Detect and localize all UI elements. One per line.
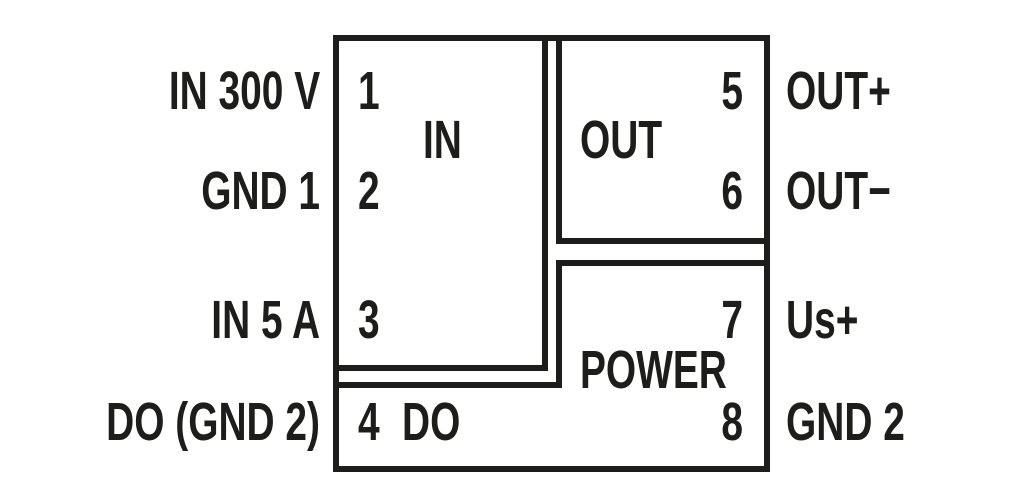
pin-6-number: 6	[721, 161, 743, 221]
pin-6-external-label: OUT−	[786, 161, 891, 221]
power-section-label: POWER	[580, 340, 727, 400]
pin-7-external-label: Us+	[786, 290, 859, 350]
pin-7-number: 7	[721, 290, 743, 350]
pin-1-external-label: IN 300 V	[168, 61, 320, 121]
pin-4-external-label: DO (GND 2)	[106, 392, 320, 452]
out-box-bottom-line	[556, 238, 770, 244]
do-section-top-line	[333, 382, 562, 388]
pin-1-number: 1	[358, 61, 380, 121]
power-box-left-line	[556, 260, 562, 388]
in-section-right-line	[542, 35, 548, 371]
pin-5-external-label: OUT+	[786, 61, 891, 121]
pin-2-number: 2	[358, 161, 380, 221]
pin-8-number: 8	[721, 392, 743, 452]
pin-4-number: 4	[358, 392, 380, 452]
in-section-label: IN	[423, 110, 462, 170]
pin-2-external-label: GND 1	[201, 161, 320, 221]
pin-8-external-label: GND 2	[786, 392, 905, 452]
do-section-label: DO	[402, 392, 461, 452]
module-outer-border	[333, 35, 770, 472]
in-section-bottom-line	[333, 365, 548, 371]
pin-3-number: 3	[358, 290, 380, 350]
pin-3-external-label: IN 5 A	[211, 290, 320, 350]
out-box-left-line	[556, 35, 562, 244]
pin-5-number: 5	[721, 61, 743, 121]
out-section-label: OUT	[580, 110, 663, 170]
power-box-top-line	[556, 260, 770, 266]
